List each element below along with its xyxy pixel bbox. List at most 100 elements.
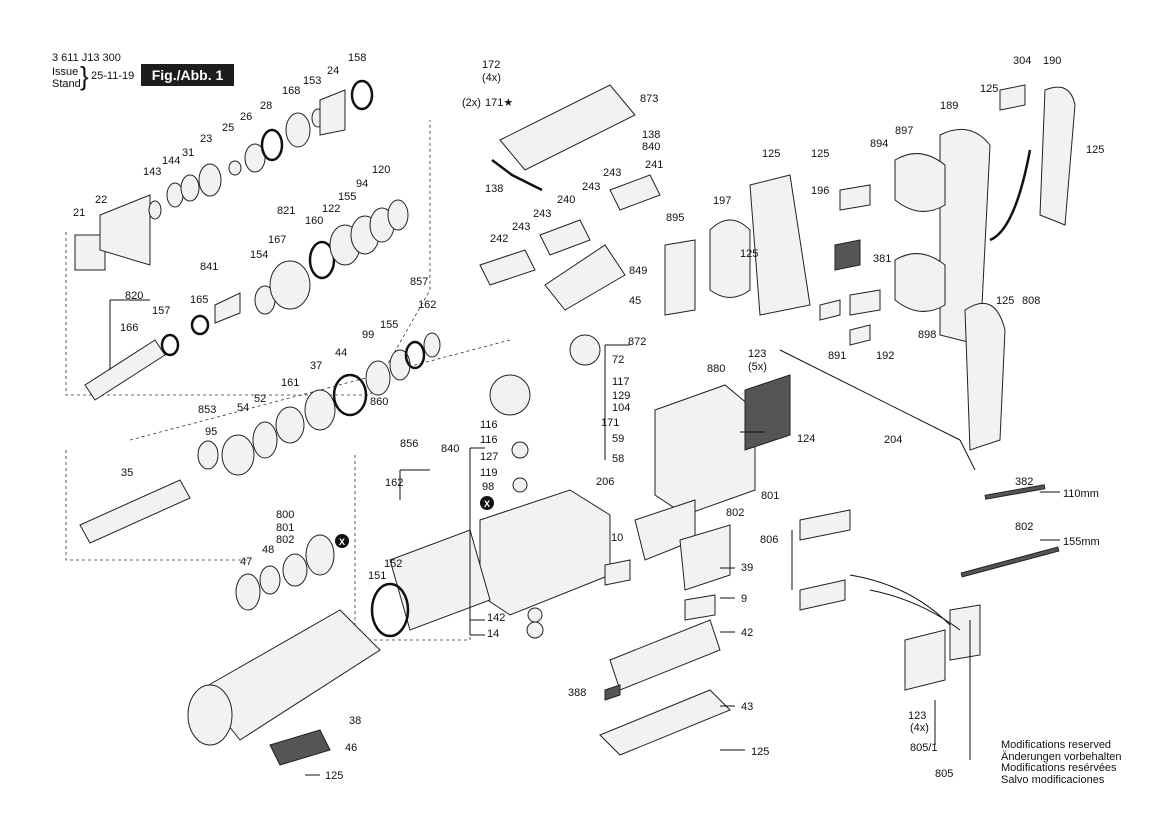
part-label: 129 xyxy=(612,390,630,402)
part-labels: 172 (4x) (2x) 171★ 873 138 840 138 243 2… xyxy=(73,52,1104,782)
part-label: 243 xyxy=(582,181,600,193)
chuck-assembly xyxy=(74,79,374,271)
header-brace: } xyxy=(80,61,89,91)
part-label: 243 xyxy=(533,208,551,220)
part-label: 125 xyxy=(980,83,998,95)
part-label: 895 xyxy=(666,212,684,224)
part-label: 872 xyxy=(628,336,646,348)
striker-assembly xyxy=(79,332,441,611)
part-label: 204 xyxy=(884,434,902,446)
part-label: 808 xyxy=(1022,295,1040,307)
part-label: 806 xyxy=(760,534,778,546)
part-label: 190 xyxy=(1043,55,1061,67)
part-label: 166 xyxy=(120,322,138,334)
part-label: 860 xyxy=(370,396,388,408)
part-label: 168 xyxy=(282,85,300,97)
part-label: (5x) xyxy=(748,361,767,373)
part-label: 125 xyxy=(811,148,829,160)
part-label: 189 xyxy=(940,100,958,112)
part-label: 94 xyxy=(356,178,368,190)
x-marker-1-label: X xyxy=(484,499,490,509)
part-label: 37 xyxy=(310,360,322,372)
part-label: 857 xyxy=(410,276,428,288)
part-label: 125 xyxy=(740,248,758,260)
part-label: 9 xyxy=(741,593,747,605)
part-label: 167 xyxy=(268,234,286,246)
part-label: 104 xyxy=(612,402,630,414)
part-label: 144 xyxy=(162,155,180,167)
part-label: 897 xyxy=(895,125,913,137)
part-label: 22 xyxy=(95,194,107,206)
part-label: 21 xyxy=(73,207,85,219)
part-label: 840 xyxy=(441,443,459,455)
issue-date: 25-11-19 xyxy=(91,70,135,82)
part-label: 52 xyxy=(254,393,266,405)
gear-housing xyxy=(187,334,611,766)
part-label: 840 xyxy=(642,141,660,153)
issue-label: Issue xyxy=(52,66,79,78)
part-label: 44 xyxy=(335,347,347,359)
part-label: 151 xyxy=(368,570,386,582)
part-label: 197 xyxy=(713,195,731,207)
part-label: 171★ xyxy=(485,97,513,109)
part-label: 802 xyxy=(276,534,294,546)
part-label: 157 xyxy=(152,305,170,317)
part-label: 240 xyxy=(557,194,575,206)
part-label: 10 xyxy=(611,532,623,544)
part-label: 110mm xyxy=(1063,488,1099,500)
part-label: 155mm xyxy=(1063,536,1100,548)
part-label: 47 xyxy=(240,556,252,568)
part-label: 161 xyxy=(281,377,299,389)
x-marker-1 xyxy=(480,496,494,510)
part-label: 800 xyxy=(276,509,294,521)
stand-label: Stand xyxy=(52,78,81,90)
note-line-en: Modifications reserved xyxy=(1001,739,1112,751)
part-label: 14 xyxy=(487,628,499,640)
part-label: 165 xyxy=(190,294,208,306)
cover-handle-assembly xyxy=(479,84,1076,451)
part-label: 125 xyxy=(1086,144,1104,156)
x-marker-2-label: X xyxy=(339,537,345,547)
part-label: 891 xyxy=(828,350,846,362)
part-label: 116 xyxy=(480,434,498,446)
part-label: (4x) xyxy=(482,72,501,84)
part-label: 873 xyxy=(640,93,658,105)
part-label: 381 xyxy=(873,253,891,265)
part-label: 241 xyxy=(645,159,663,171)
part-label: 856 xyxy=(400,438,418,450)
wiring-assembly xyxy=(799,484,1060,691)
modifications-note: Modifications reserved Änderungen vorbeh… xyxy=(1001,739,1122,786)
part-label: 72 xyxy=(612,354,624,366)
note-line-es: Salvo modificaciones xyxy=(1001,773,1105,786)
part-label: 820 xyxy=(125,290,143,302)
part-label: 39 xyxy=(741,562,753,574)
part-label: 155 xyxy=(380,319,398,331)
part-label: 48 xyxy=(262,544,274,556)
document-number: 3 611 J13 300 xyxy=(52,52,121,64)
part-label: 127 xyxy=(480,451,498,463)
part-label: 155 xyxy=(338,191,356,203)
part-label: 25 xyxy=(222,122,234,134)
part-label: 125 xyxy=(751,746,769,758)
note-line-fr: Modifications resérvées xyxy=(1001,762,1117,774)
part-label: (4x) xyxy=(910,722,929,734)
part-label: 243 xyxy=(603,167,621,179)
part-label: 43 xyxy=(741,701,753,713)
part-label: 54 xyxy=(237,402,249,414)
part-label: 898 xyxy=(918,329,936,341)
part-label: 853 xyxy=(198,404,216,416)
part-label: 143 xyxy=(143,166,161,178)
part-label: 119 xyxy=(480,467,498,479)
part-label: 28 xyxy=(260,100,272,112)
part-label: 388 xyxy=(568,687,586,699)
part-label: 26 xyxy=(240,111,252,123)
part-label: 162 xyxy=(385,477,403,489)
part-label: 849 xyxy=(629,265,647,277)
clutch-assembly xyxy=(84,199,409,401)
note-line-de: Änderungen vorbehalten xyxy=(1001,750,1122,763)
leader-lines xyxy=(109,299,1060,776)
part-label: 172 xyxy=(482,59,500,71)
part-label: 160 xyxy=(305,215,323,227)
part-label: 122 xyxy=(322,203,340,215)
